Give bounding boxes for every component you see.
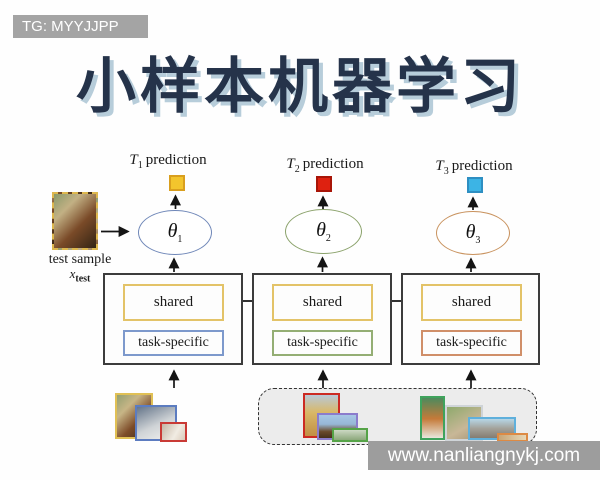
t1-word: prediction [145,152,207,168]
theta2-ellipse: θ2 [285,209,362,254]
t2-symbol: T [286,156,295,172]
train-image-cat [160,422,187,442]
task1-task-specific-label: task-specific [138,335,209,350]
task1-network-box: shared task-specific [103,273,243,365]
watermark-text: www.nanliangnykj.com [387,444,581,466]
watermark-bar: www.nanliangnykj.com [368,441,600,470]
task3-task-specific-label: task-specific [436,335,507,350]
test-sample-caption: test sample [48,252,112,267]
test-sample-image [52,192,98,250]
task2-shared-box: shared [272,284,373,321]
t3-prediction-swatch-icon [467,177,483,193]
task2-task-specific-box: task-specific [272,330,373,356]
task1-task-specific-box: task-specific [123,330,224,356]
t2-prediction-swatch-icon [316,176,332,192]
t1-subscript: 1 [137,160,143,171]
task1-shared-label: shared [153,294,194,310]
theta2-label: θ2 [316,219,331,244]
page-title: 小样本机器学习 [76,53,524,120]
theta3-ellipse: θ3 [436,211,510,255]
test-sample-variable: xtest [69,266,91,285]
task2-network-box: shared task-specific [252,273,392,365]
task3-network-box: shared task-specific [401,273,540,365]
theta1-ellipse: θ1 [138,210,212,255]
theta1-label: θ1 [167,220,183,245]
train-image-fox [420,396,445,440]
t2-subscript: 2 [294,164,300,175]
t2-word: prediction [302,156,364,172]
train-image-goat [332,428,368,442]
t3-symbol: T [435,158,444,174]
task2-task-specific-label: task-specific [287,335,358,350]
theta3-label: θ3 [465,220,481,246]
tg-badge: TG: MYYJJPP [13,15,148,38]
task2-shared-label: shared [302,294,343,310]
task3-shared-label: shared [451,294,492,310]
t3-word: prediction [451,158,513,174]
task3-shared-box: shared [421,284,522,321]
task3-task-specific-box: task-specific [421,330,522,356]
t3-subscript: 3 [443,166,449,177]
task1-shared-box: shared [123,284,224,321]
t1-symbol: T [129,152,138,168]
t1-prediction-swatch-icon [169,175,185,191]
